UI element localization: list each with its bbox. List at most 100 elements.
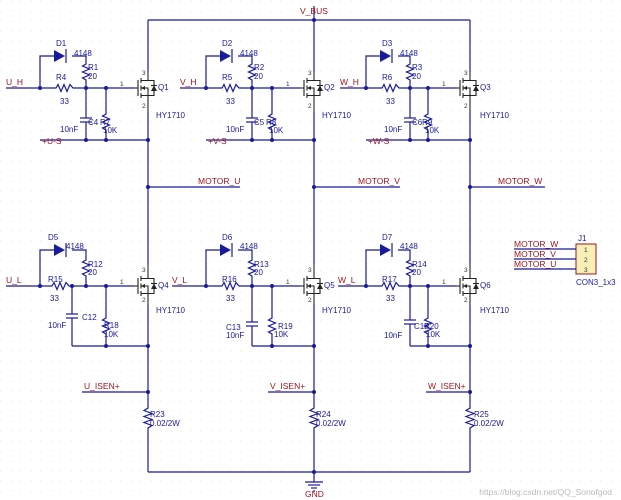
phase-w-column: MOTOR_W W_ISEN+	[426, 112, 545, 472]
resistor-r4: R4 33	[54, 73, 74, 106]
resistor-ref: R16	[222, 275, 237, 284]
resistor-value: 10K	[269, 126, 284, 135]
mosfet-value: HY1710	[322, 111, 351, 120]
gnd-symbol	[305, 481, 323, 492]
v-isen-label: V_ISEN+	[270, 381, 305, 391]
pin-source: 2	[142, 297, 146, 304]
mosfet-ref: Q5	[324, 281, 335, 290]
resistor-ref: R14	[412, 260, 427, 269]
diode-ref: D3	[382, 39, 393, 48]
resistor-value: 20	[254, 72, 263, 81]
pin-gate: 1	[286, 81, 290, 88]
diode-d3: D3 4148	[380, 39, 418, 63]
capacitor-c12: C12 10nF	[48, 286, 97, 346]
net-label-input: V_H	[180, 77, 197, 87]
shunt-r23: R23 0.02/2W	[142, 406, 180, 430]
w-isen-label: W_ISEN+	[428, 381, 466, 391]
resistor-value: 10K	[274, 330, 289, 339]
gate-cell-q3: D3 4148 R3 20 W_H R6 33 C6 10nF R9	[340, 39, 509, 146]
shunt-r25: R25 0.02/2W	[464, 406, 504, 430]
net-label-sense: +W-S	[368, 136, 390, 146]
mosfet-q6: 1 3 2 Q6 HY1710	[442, 264, 509, 315]
shunt-ref: R23	[150, 410, 165, 419]
shunt-value: 0.02/2W	[474, 419, 504, 428]
capacitor-ref: C4	[88, 118, 99, 127]
resistor-ref: R19	[278, 322, 293, 331]
net-label-sense: +V-S	[208, 136, 227, 146]
resistor-value: 10K	[103, 126, 118, 135]
resistor-r17: R17 33	[380, 275, 400, 303]
mosfet-value: HY1710	[480, 306, 509, 315]
diode-ref: D1	[56, 39, 67, 48]
capacitor-ref: C5	[254, 118, 265, 127]
gate-cell-q1: D1 4148 R1 20 U_H R4 33 C4 10nF R7	[6, 39, 185, 146]
capacitor-value: 10nF	[48, 321, 66, 330]
capacitor-c6: C6 10nF	[384, 88, 423, 140]
diode-value: 4148	[74, 49, 92, 58]
mosfet-value: HY1710	[322, 306, 351, 315]
mosfet-ref: Q2	[324, 83, 335, 92]
resistor-value: 33	[226, 97, 235, 106]
mosfet-q3: 1 3 2 Q3 HY1710	[442, 70, 509, 120]
resistor-value: 10K	[426, 330, 441, 339]
resistor-value: 33	[60, 97, 69, 106]
resistor-ref: R18	[104, 321, 119, 330]
resistor-value: 20	[254, 268, 263, 277]
capacitor-c5: C5 10nF	[226, 88, 265, 140]
mosfet-ref: Q4	[158, 281, 169, 290]
resistor-r15: R15 33	[48, 275, 70, 303]
resistor-r20: R20 10K	[422, 286, 441, 346]
pin-gate: 1	[120, 81, 124, 88]
diode-ref: D7	[382, 233, 393, 242]
resistor-ref: R3	[412, 63, 423, 72]
net-label-input: U_H	[6, 77, 23, 87]
pin-gate: 1	[442, 81, 446, 88]
phase-u-column: MOTOR_U U_ISEN+	[82, 112, 240, 472]
shunt-ref: R25	[474, 410, 489, 419]
connector-pin-number: 3	[584, 267, 588, 274]
resistor-ref: R20	[424, 322, 439, 331]
diode-ref: D6	[222, 233, 233, 242]
diode-value: 4148	[400, 49, 418, 58]
resistor-r5: R5 33	[220, 73, 240, 106]
pin-drain: 3	[308, 267, 312, 274]
mosfet-q4: 1 3 2 Q4 HY1710	[120, 264, 185, 315]
capacitor-c18: C18 10nF	[384, 286, 429, 346]
resistor-ref: R2	[254, 63, 265, 72]
mosfet-q2: 1 3 2 Q2 HY1710	[286, 70, 351, 120]
shunt-ref: R24	[316, 410, 331, 419]
diode-d1: D1 4148	[54, 39, 92, 63]
resistor-ref: R4	[56, 73, 67, 82]
gate-cell-q2: D2 4148 R2 20 V_H R5 33 C5 10nF R8	[180, 39, 351, 146]
mosfet-q1: 1 3 2 Q1 HY1710	[120, 70, 185, 120]
diode-d2: D2 4148	[220, 39, 258, 63]
pin-source: 2	[142, 103, 146, 110]
capacitor-value: 10nF	[226, 125, 244, 134]
resistor-r13: R13 20	[246, 258, 269, 286]
pin-gate: 1	[442, 279, 446, 286]
resistor-r18: R18 10K	[100, 286, 119, 346]
mosfet-ref: Q1	[158, 83, 169, 92]
resistor-r1: R1 20	[80, 62, 99, 88]
diode-value: 4148	[66, 242, 84, 251]
capacitor-value: 10nF	[60, 125, 78, 134]
resistor-ref: R12	[88, 260, 103, 269]
capacitor-c13: C13 10nF	[226, 286, 258, 346]
resistor-value: 33	[226, 294, 235, 303]
watermark: https://blog.csdn.net/QQ_Sonofgod	[479, 487, 612, 497]
resistor-r7: R7 10K	[100, 88, 118, 140]
capacitor-c4: C4 10nF	[60, 88, 99, 140]
resistor-ref: R13	[254, 260, 269, 269]
pin-drain: 3	[142, 267, 146, 274]
shunt-value: 0.02/2W	[150, 419, 180, 428]
motor-u-label: MOTOR_U	[198, 176, 240, 186]
pin-source: 2	[464, 103, 468, 110]
capacitor-ref: C6	[412, 118, 423, 127]
connector-net-label: MOTOR_V	[514, 249, 556, 259]
connector-pin-number: 2	[584, 257, 588, 264]
pin-source: 2	[464, 297, 468, 304]
pin-drain: 3	[464, 267, 468, 274]
gate-cell-q6: D7 4148 R14 20 W_L R17 33 C18 10nF	[338, 233, 509, 348]
net-label-sense: +U-S	[42, 136, 62, 146]
